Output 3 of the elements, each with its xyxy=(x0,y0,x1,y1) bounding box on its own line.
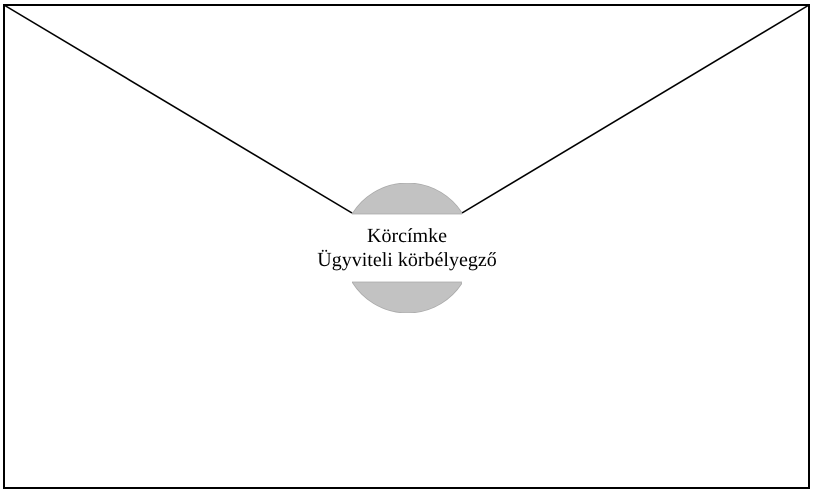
label-text: Ügyviteli körbélyegző xyxy=(317,248,497,272)
label-title: Körcímke xyxy=(367,224,447,248)
envelope-outline xyxy=(3,4,810,489)
